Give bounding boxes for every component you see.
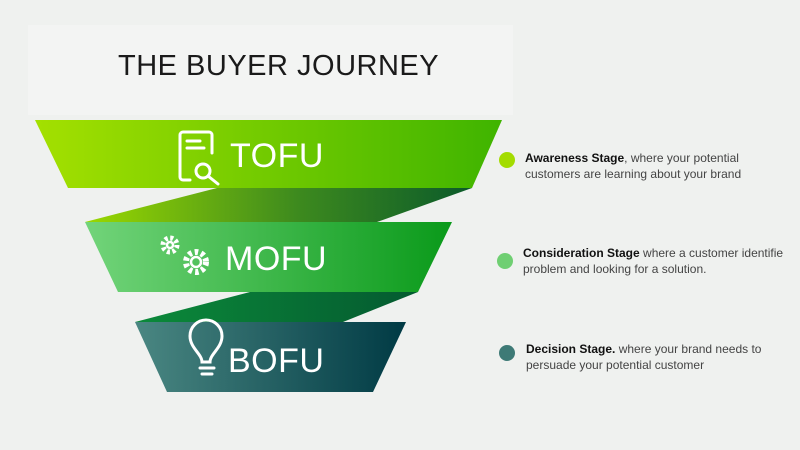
awareness-description: Awareness Stage, where your potential cu…: [525, 151, 742, 181]
tofu-band: [35, 120, 502, 188]
consideration-description: Consideration Stage where a customer ide…: [523, 246, 784, 276]
awareness-dot: [499, 152, 515, 168]
connector-mofu-bofu: [135, 292, 418, 322]
lightbulb-icon: [188, 318, 224, 376]
connector-tofu-mofu: [85, 188, 472, 222]
document-search-icon: [178, 130, 220, 186]
title-panel: [28, 25, 513, 115]
bofu-label: BOFU: [228, 342, 325, 380]
page-title: THE BUYER JOURNEY: [118, 50, 440, 82]
decision-dot: [499, 345, 515, 361]
consideration-dot: [497, 253, 513, 269]
decision-description: Decision Stage. where your brand needs t…: [526, 342, 762, 372]
gears-icon: [160, 235, 209, 275]
tofu-label: TOFU: [230, 137, 324, 175]
mofu-label: MOFU: [225, 240, 328, 278]
